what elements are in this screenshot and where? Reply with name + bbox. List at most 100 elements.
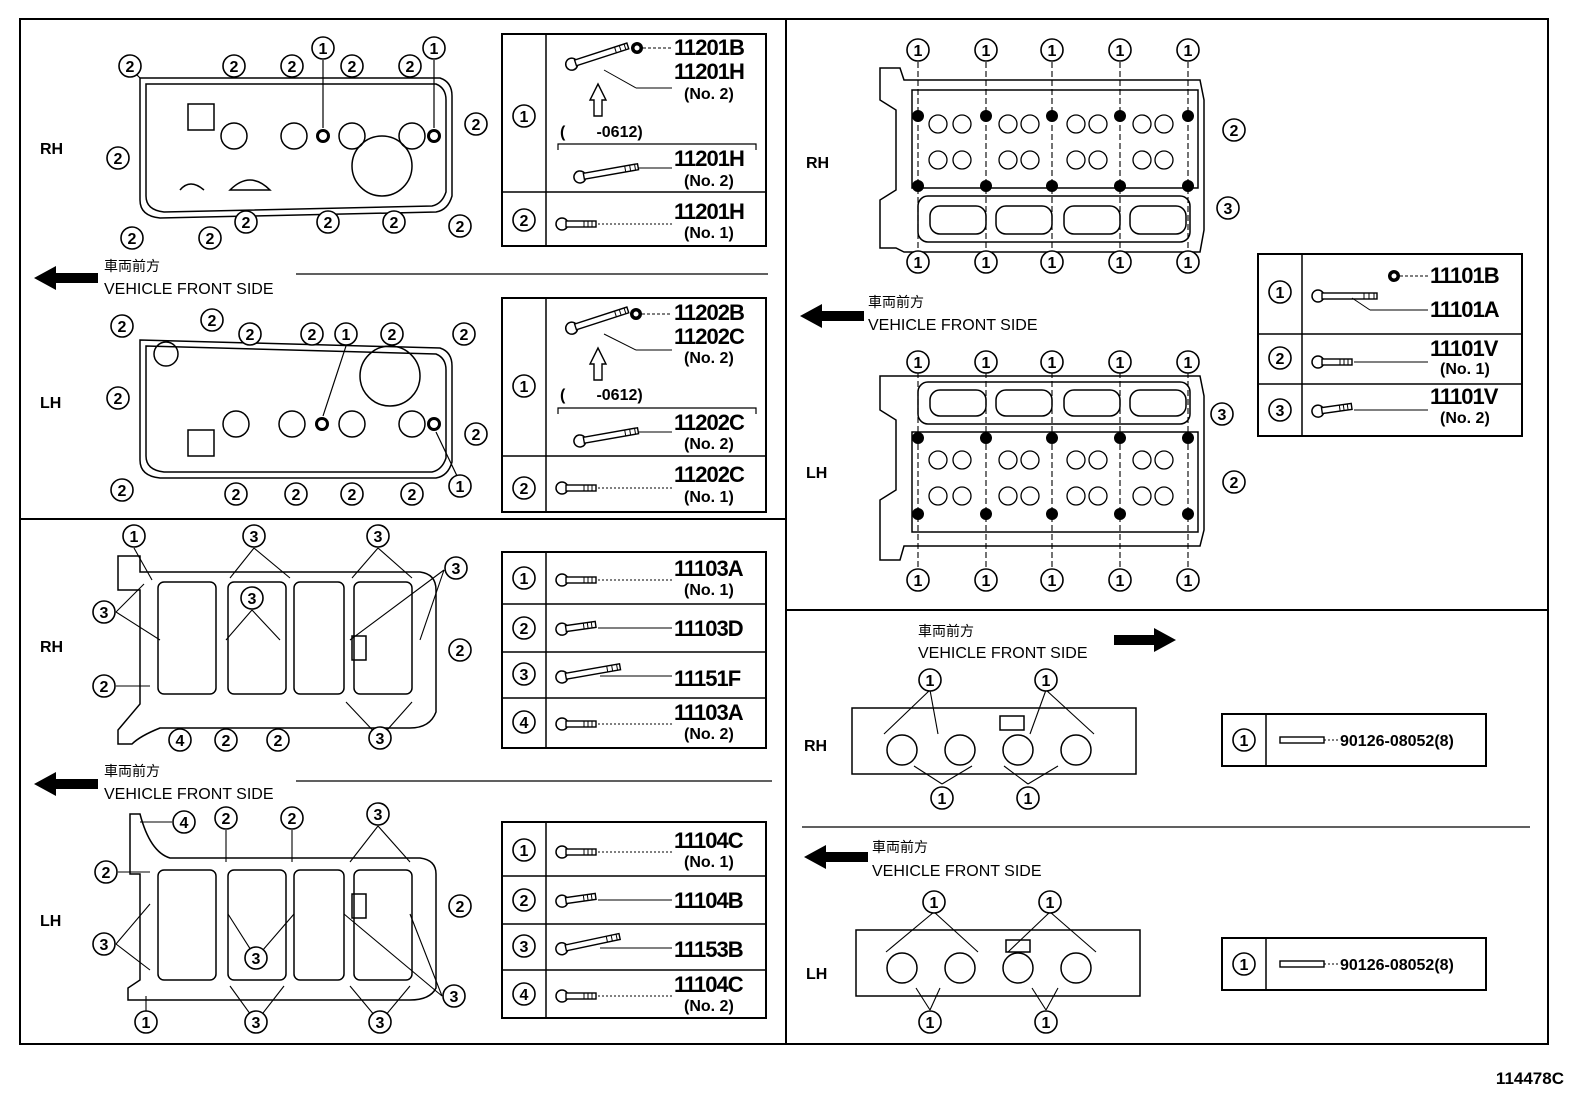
svg-text:2: 2 xyxy=(208,313,217,330)
svg-text:2: 2 xyxy=(118,483,127,500)
lh-cam-cover-callouts xyxy=(322,345,459,479)
callout-marker-3: 3 xyxy=(366,802,390,826)
svg-text:1: 1 xyxy=(142,1015,151,1032)
svg-text:2: 2 xyxy=(1276,351,1285,368)
svg-text:1: 1 xyxy=(1116,255,1125,272)
part-11104c-b: 11104C xyxy=(674,972,744,997)
callout-marker-2: 2 xyxy=(222,54,246,78)
callout-marker-2: 2 xyxy=(464,422,488,446)
svg-text:1: 1 xyxy=(926,673,935,690)
svg-text:3: 3 xyxy=(374,529,383,546)
front-indicator-2: 車両前方 VEHICLE FRONT SIDE xyxy=(34,763,274,803)
table-carrier-rh: 1 2 3 4 11103A (No. 1) 11103D 11151F 111… xyxy=(501,551,767,749)
callout-marker-2: 2 xyxy=(280,54,304,78)
callout-marker-2: 2 xyxy=(452,322,476,346)
svg-text:1: 1 xyxy=(1024,791,1033,808)
callout-marker-3: 3 xyxy=(368,726,392,750)
callout-marker-2: 2 xyxy=(266,728,290,752)
lh-head-bolts xyxy=(912,432,1194,520)
svg-text:2: 2 xyxy=(520,481,529,498)
callout-marker-2: 2 xyxy=(200,308,224,332)
callout-marker-3: 3 xyxy=(92,932,116,956)
callout-marker-1: 1 xyxy=(1040,350,1064,374)
svg-text:1: 1 xyxy=(1046,895,1055,912)
svg-text:3: 3 xyxy=(452,561,461,578)
svg-text:2: 2 xyxy=(456,219,465,236)
callout-marker-1: 1 xyxy=(906,250,930,274)
svg-text:VEHICLE FRONT SIDE: VEHICLE FRONT SIDE xyxy=(104,786,274,803)
callout-marker-2: 2 xyxy=(448,214,472,238)
svg-text:1: 1 xyxy=(1116,355,1125,372)
label-rh-stud: RH xyxy=(804,738,827,755)
lh-stud-callouts xyxy=(885,911,1097,1011)
svg-text:(No. 2): (No. 2) xyxy=(1440,410,1490,427)
svg-text:2: 2 xyxy=(126,59,135,76)
callout-marker-1: 1 xyxy=(906,350,930,374)
svg-text:車両前方: 車両前方 xyxy=(104,258,160,275)
svg-text:2: 2 xyxy=(100,679,109,696)
svg-text:1: 1 xyxy=(982,255,991,272)
lh-cylinder-head xyxy=(879,375,1205,561)
callout-marker-2: 2 xyxy=(214,728,238,752)
svg-text:2: 2 xyxy=(408,487,417,504)
callout-marker-1: 1 xyxy=(1034,668,1058,692)
callout-marker-3: 3 xyxy=(244,946,268,970)
svg-text:(No. 2): (No. 2) xyxy=(684,86,734,103)
svg-text:2: 2 xyxy=(406,59,415,76)
part-11202c-b: 11202C xyxy=(674,410,745,435)
svg-text:車両前方: 車両前方 xyxy=(872,839,928,856)
part-11202c-c: 11202C xyxy=(674,462,745,487)
svg-text:3: 3 xyxy=(100,937,109,954)
callout-marker-2: 2 xyxy=(106,146,130,170)
table-stud-lh: 1 90126-08052(8) xyxy=(1221,937,1487,991)
part-90126-08052-lh: 90126-08052(8) xyxy=(1340,957,1454,974)
callout-marker-2: 2 xyxy=(106,386,130,410)
callout-marker-1: 1 xyxy=(1108,250,1132,274)
svg-text:2: 2 xyxy=(456,643,465,660)
svg-text:1: 1 xyxy=(456,479,465,496)
svg-text:VEHICLE FRONT SIDE: VEHICLE FRONT SIDE xyxy=(104,281,274,298)
svg-text:2: 2 xyxy=(222,733,231,750)
rh-head-valves xyxy=(928,114,1174,170)
part-11104b: 11104B xyxy=(674,888,743,913)
part-11201b: 11201B xyxy=(674,35,744,60)
svg-text:3: 3 xyxy=(374,807,383,824)
callout-marker-2: 2 xyxy=(316,210,340,234)
callout-marker-2: 2 xyxy=(340,482,364,506)
callout-marker-1: 1 xyxy=(974,250,998,274)
svg-text:2: 2 xyxy=(206,231,215,248)
callout-marker-1: 1 xyxy=(422,36,446,60)
part-11103a-b: 11103A xyxy=(674,700,744,725)
callout-marker-1: 1 xyxy=(334,322,358,346)
svg-text:VEHICLE FRONT SIDE: VEHICLE FRONT SIDE xyxy=(918,645,1088,662)
svg-text:3: 3 xyxy=(520,939,529,956)
svg-text:1: 1 xyxy=(914,573,923,590)
svg-text:4: 4 xyxy=(176,733,185,750)
svg-text:( -0612): ( -0612) xyxy=(560,124,643,141)
svg-text:1: 1 xyxy=(914,355,923,372)
svg-text:1: 1 xyxy=(926,1015,935,1032)
svg-text:1: 1 xyxy=(430,41,439,58)
svg-text:2: 2 xyxy=(288,59,297,76)
callout-marker-2: 2 xyxy=(382,210,406,234)
svg-text:1: 1 xyxy=(342,327,351,344)
callout-marker-2: 2 xyxy=(214,806,238,830)
callout-marker-3: 3 xyxy=(92,600,116,624)
svg-text:2: 2 xyxy=(520,621,529,638)
svg-text:2: 2 xyxy=(222,811,231,828)
part-11201h-a: 11201H xyxy=(674,59,744,84)
label-lh-head: LH xyxy=(806,465,827,482)
callout-marker-3: 3 xyxy=(244,1010,268,1034)
svg-text:2: 2 xyxy=(456,899,465,916)
svg-text:2: 2 xyxy=(348,487,357,504)
svg-text:2: 2 xyxy=(246,327,255,344)
svg-text:2: 2 xyxy=(388,327,397,344)
svg-text:2: 2 xyxy=(1230,123,1239,140)
lh-carrier-callouts xyxy=(115,821,443,1023)
svg-text:2: 2 xyxy=(292,487,301,504)
part-11103a-a: 11103A xyxy=(674,556,744,581)
label-rh-cover: RH xyxy=(40,141,63,158)
svg-text:1: 1 xyxy=(130,529,139,546)
lh-cam-cover-bolts xyxy=(315,417,441,431)
svg-text:1: 1 xyxy=(319,41,328,58)
